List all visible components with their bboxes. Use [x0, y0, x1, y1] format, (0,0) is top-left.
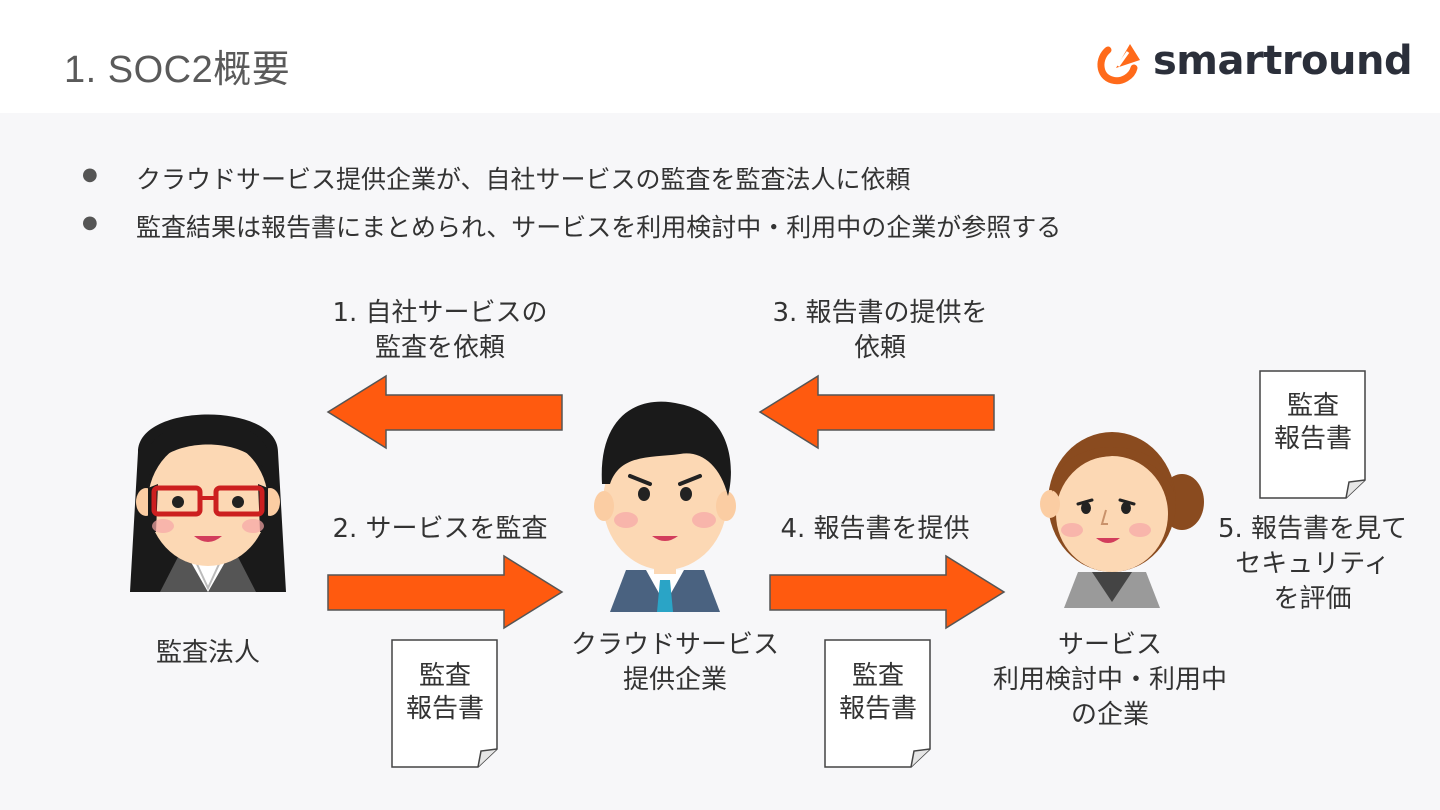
audit-report-document-icon — [391, 639, 498, 768]
bullet-text: 監査結果は報告書にまとめられ、サービスを利用検討中・利用中の企業が参照する — [136, 213, 1062, 242]
header-bar: 1. SOC2概要 smartround — [0, 0, 1440, 113]
page-title: 1. SOC2概要 — [64, 49, 291, 91]
document-label: 監査 報告書 — [838, 661, 917, 724]
auditor-person-icon — [130, 414, 286, 592]
step-1-label: 1. 自社サービスの 監査を依頼 — [332, 298, 548, 363]
document-label: 監査 報告書 — [1273, 391, 1352, 454]
step-5-label: 5. 報告書を見て セキュリティ を評価 — [1217, 514, 1408, 614]
audit-report-document-icon — [824, 639, 931, 768]
bullet-marker: ● — [82, 212, 98, 233]
bullet-text: クラウドサービス提供企業が、自社サービスの監査を監査法人に依頼 — [136, 165, 911, 194]
service-user-person-icon — [1040, 432, 1204, 608]
cloud-provider-person-icon — [594, 401, 736, 612]
audit-report-document-icon — [1259, 370, 1366, 499]
step-3-label: 3. 報告書の提供を 依頼 — [772, 298, 988, 363]
arrow-left-request-audit — [326, 374, 563, 450]
document-label: 監査 報告書 — [405, 661, 484, 724]
step-4-label: 4. 報告書を提供 — [780, 514, 970, 544]
arrow-right-perform-audit — [327, 554, 564, 630]
actor-service-user-label: サービス 利用検討中・利用中 の企業 — [992, 630, 1227, 730]
logo-text: smartround — [1153, 38, 1413, 84]
step-2-label: 2. サービスを監査 — [332, 514, 548, 544]
actor-cloud-provider-label: クラウドサービス 提供企業 — [570, 630, 779, 695]
smartround-logo-icon — [1097, 44, 1140, 85]
actor-auditor-label: 監査法人 — [155, 638, 260, 668]
arrow-left-request-report — [758, 374, 995, 450]
arrow-right-provide-report — [769, 554, 1006, 630]
bullet-marker: ● — [82, 164, 98, 185]
